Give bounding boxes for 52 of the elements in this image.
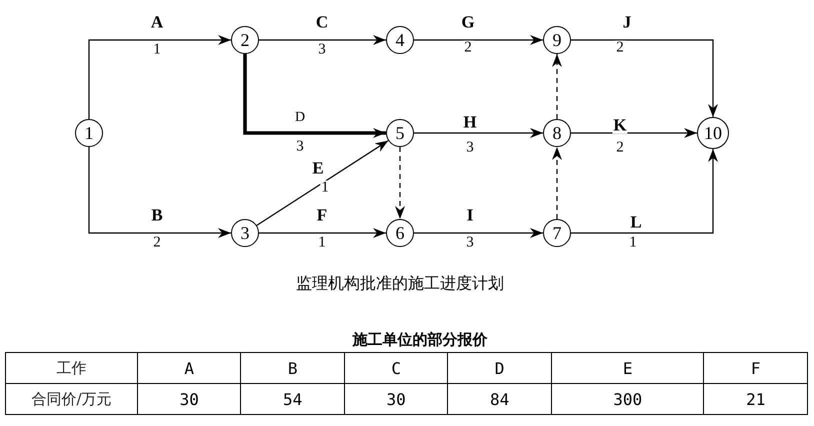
table-cell: C [344,352,448,384]
table-title: 施工单位的部分报价 [352,330,488,350]
arrow [88,35,231,119]
edge-label: F [316,206,328,224]
table-cell: 21 [704,384,808,414]
arrow [552,54,562,119]
row-header: 合同价/万元 [6,384,138,414]
arrow [256,140,389,226]
edge-label: K [612,116,628,134]
row-header: 工作 [6,352,138,384]
table-cell: 54 [240,384,344,414]
table-cell: B [240,352,344,384]
edge-label: H [462,114,478,130]
table-cell: D [448,352,552,384]
arrow [571,149,718,234]
node-circle: 4 [386,26,414,54]
arrow [552,147,562,219]
caption: 监理机构批准的施工进度计划 [296,274,504,294]
edge-label: G [460,14,476,30]
node-circle: 2 [231,26,259,54]
table-cell: 30 [138,384,241,414]
edge-label: E [311,160,325,176]
edge-label: I [466,206,474,224]
node-circle: 3 [231,219,259,247]
table-cell: F [704,352,808,384]
arrow [571,39,718,117]
node-circle: 9 [543,26,571,54]
edge-label: C [314,14,330,30]
node-circle: 6 [386,219,414,247]
edge-label: J [622,14,632,30]
table-cell: 300 [551,384,704,414]
arrow [259,228,386,238]
edge-label: A [150,14,164,30]
arrow [414,35,543,45]
node-circle: 10 [697,117,729,149]
arrow [395,147,405,219]
table-cell: A [138,352,241,384]
arrow [571,128,697,138]
arrow [243,54,386,138]
table-cell: 84 [448,384,552,414]
arrow [414,128,543,138]
edge-label: B [150,206,164,224]
table-cell: E [551,352,704,384]
node-circle: 7 [543,219,571,247]
table-cell: 30 [344,384,448,414]
node-circle: 5 [386,119,414,147]
arrow [259,35,386,45]
arrow [414,228,543,238]
edge-label: L [629,214,643,230]
node-circle: 8 [543,119,571,147]
node-circle: 1 [75,119,103,147]
arrow [88,147,231,238]
